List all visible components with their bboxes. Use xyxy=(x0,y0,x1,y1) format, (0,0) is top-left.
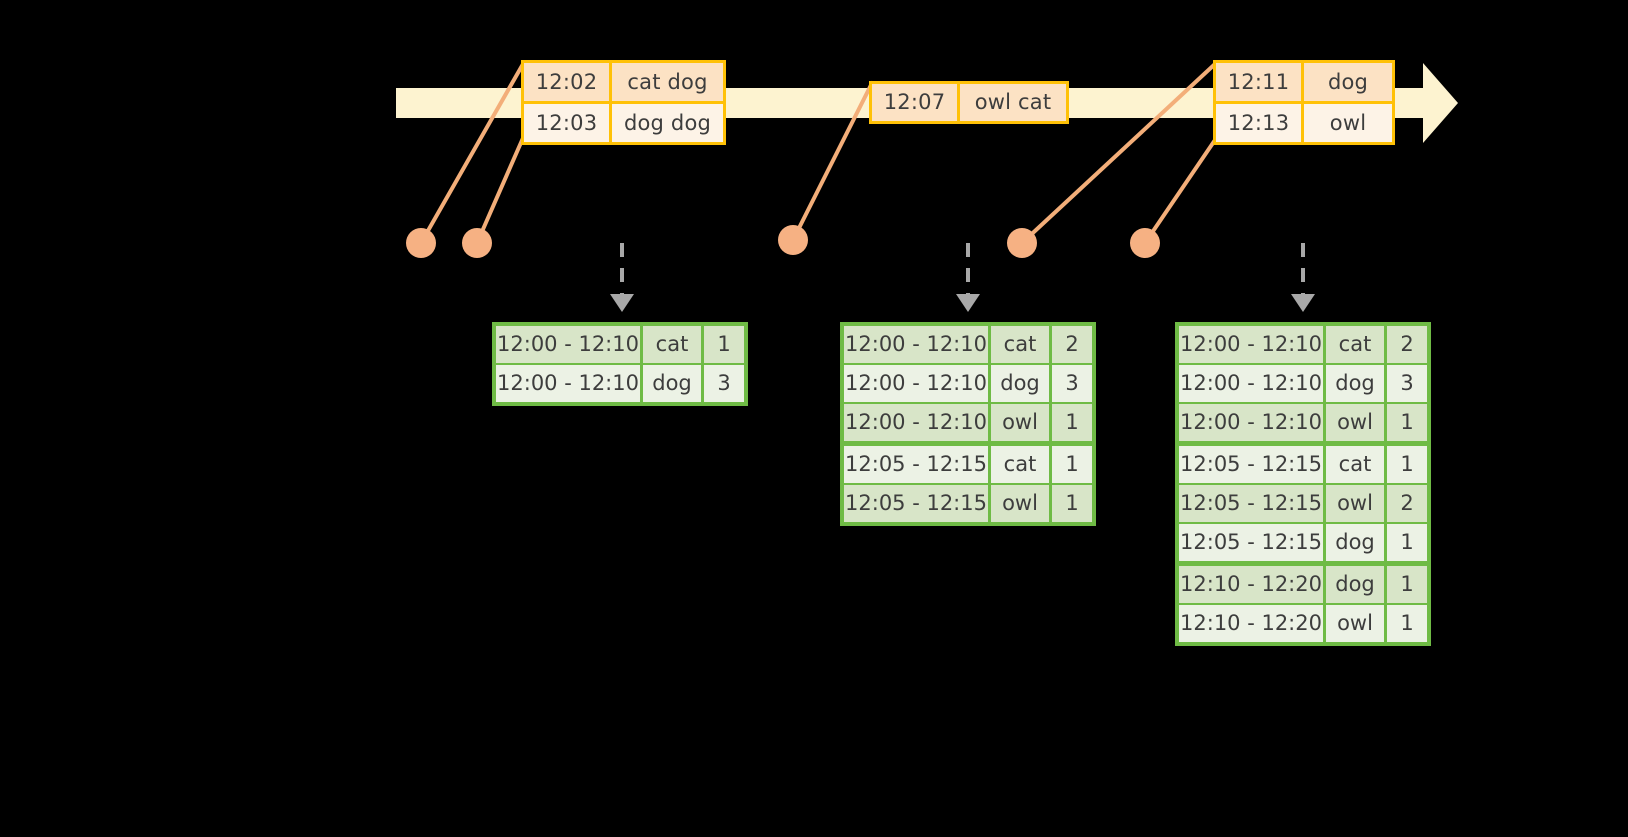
event-words: owl cat xyxy=(960,84,1066,121)
event-dot-1 xyxy=(406,228,436,258)
event-time: 12:07 xyxy=(872,84,960,121)
count-cell: 2 xyxy=(1052,326,1092,363)
count-cell: 1 xyxy=(1387,404,1427,441)
word-cell: owl xyxy=(1326,404,1384,441)
word-cell: dog xyxy=(991,365,1049,402)
word-cell: cat xyxy=(1326,326,1384,363)
event-words: owl xyxy=(1304,104,1392,142)
event-row[interactable]: 12:03 dog dog xyxy=(524,101,723,142)
emit-arrow-3 xyxy=(1291,243,1315,312)
count-cell: 3 xyxy=(704,365,744,402)
word-cell: cat xyxy=(991,326,1049,363)
count-cell: 1 xyxy=(1387,524,1427,561)
window-cell: 12:00 - 12:10 xyxy=(496,365,640,402)
connector-2 xyxy=(475,136,525,245)
count-cell: 3 xyxy=(1052,365,1092,402)
event-dot-3 xyxy=(778,225,808,255)
event-row[interactable]: 12:07 owl cat xyxy=(872,84,1066,121)
window-cell: 12:05 - 12:15 xyxy=(1179,524,1323,561)
window-cell: 12:05 - 12:15 xyxy=(1179,446,1323,483)
count-cell: 2 xyxy=(1387,326,1427,363)
word-cell: owl xyxy=(991,404,1049,441)
window-cell: 12:00 - 12:10 xyxy=(844,365,988,402)
word-cell: cat xyxy=(991,446,1049,483)
event-time: 12:03 xyxy=(524,104,612,142)
connector-1 xyxy=(419,62,525,245)
event-words: dog dog xyxy=(612,104,723,142)
window-cell: 12:00 - 12:10 xyxy=(844,404,988,441)
emit-arrow-1 xyxy=(610,243,634,312)
count-cell: 1 xyxy=(1052,485,1092,522)
word-cell: dog xyxy=(1326,566,1384,603)
event-row[interactable]: 12:13 owl xyxy=(1216,101,1392,142)
window-cell: 12:05 - 12:15 xyxy=(844,485,988,522)
connector-3 xyxy=(791,81,874,242)
window-cell: 12:10 - 12:20 xyxy=(1179,605,1323,642)
count-cell: 1 xyxy=(1387,605,1427,642)
event-dot-2 xyxy=(462,228,492,258)
window-cell: 12:00 - 12:10 xyxy=(844,326,988,363)
window-cell: 12:00 - 12:10 xyxy=(496,326,640,363)
count-cell: 2 xyxy=(1387,485,1427,522)
connector-5 xyxy=(1143,138,1217,245)
emit-arrow-2 xyxy=(956,243,980,312)
count-cell: 1 xyxy=(1387,446,1427,483)
window-cell: 12:05 - 12:15 xyxy=(844,446,988,483)
word-cell: cat xyxy=(643,326,701,363)
window-cell: 12:00 - 12:10 xyxy=(1179,326,1323,363)
count-cell: 3 xyxy=(1387,365,1427,402)
window-cell: 12:05 - 12:15 xyxy=(1179,485,1323,522)
event-row[interactable]: 12:11 dog xyxy=(1216,63,1392,101)
event-dot-5 xyxy=(1130,228,1160,258)
window-cell: 12:00 - 12:10 xyxy=(1179,404,1323,441)
window-cell: 12:10 - 12:20 xyxy=(1179,566,1323,603)
event-words: dog xyxy=(1304,63,1392,101)
word-cell: owl xyxy=(1326,485,1384,522)
window-cell: 12:00 - 12:10 xyxy=(1179,365,1323,402)
word-cell: dog xyxy=(1326,524,1384,561)
event-box-group-2[interactable]: 12:07 owl cat xyxy=(869,81,1069,124)
event-box-group-1[interactable]: 12:02 cat dog 12:03 dog dog xyxy=(521,60,726,145)
event-row[interactable]: 12:02 cat dog xyxy=(524,63,723,101)
word-cell: owl xyxy=(991,485,1049,522)
event-time: 12:02 xyxy=(524,63,612,101)
count-cell: 1 xyxy=(1052,404,1092,441)
event-dot-4 xyxy=(1007,228,1037,258)
word-cell: dog xyxy=(643,365,701,402)
event-dots xyxy=(406,225,1160,258)
word-cell: cat xyxy=(1326,446,1384,483)
event-box-group-3[interactable]: 12:11 dog 12:13 owl xyxy=(1213,60,1395,145)
count-cell: 1 xyxy=(1387,566,1427,603)
event-time: 12:11 xyxy=(1216,63,1304,101)
count-cell: 1 xyxy=(1052,446,1092,483)
word-cell: owl xyxy=(1326,605,1384,642)
count-cell: 1 xyxy=(704,326,744,363)
event-words: cat dog xyxy=(612,63,723,101)
event-time: 12:13 xyxy=(1216,104,1304,142)
emit-arrows xyxy=(610,243,1315,312)
word-cell: dog xyxy=(1326,365,1384,402)
